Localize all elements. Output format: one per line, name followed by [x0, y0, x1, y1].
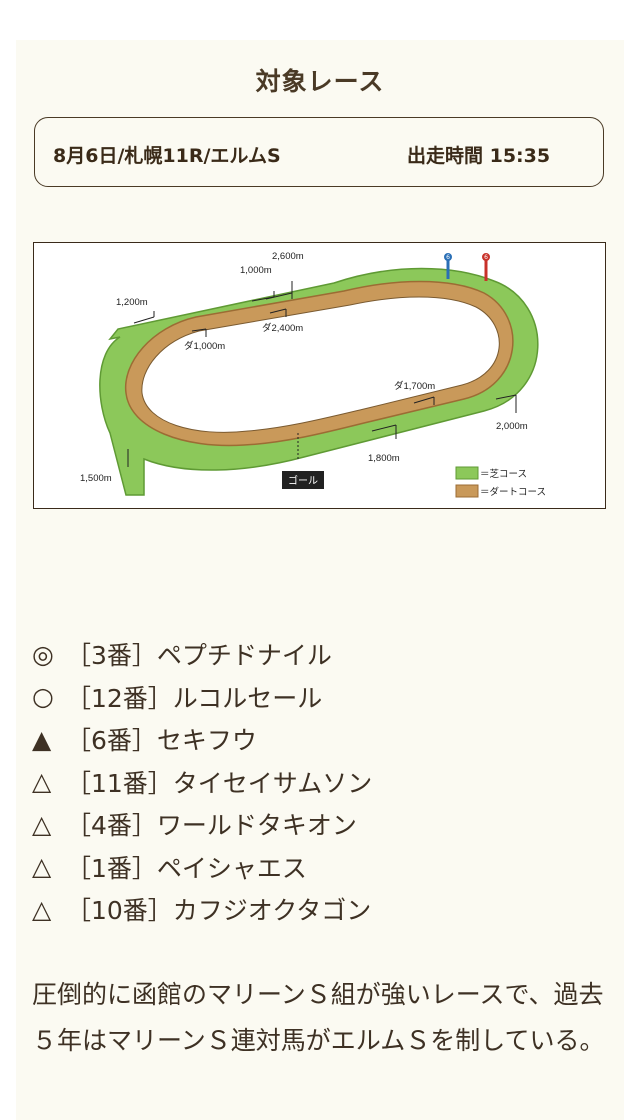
pick-text: ［12番］ルコルセール	[66, 683, 323, 713]
pick-mark: △	[32, 894, 52, 924]
pick-item: ◎ ［3番］ペプチドナイル	[32, 633, 372, 676]
label-1200: 1,200m	[116, 297, 148, 308]
goal-label: ゴール	[288, 474, 318, 487]
pick-mark: △	[32, 852, 52, 882]
pole-red-label: 6	[484, 254, 488, 261]
label-dirt-2400: ダ2,400m	[262, 322, 303, 334]
label-1800: 1,800m	[368, 453, 400, 464]
label-1000: 1,000m	[240, 265, 272, 276]
label-dirt-1700: ダ1,700m	[394, 380, 435, 392]
legend-dirt-swatch	[455, 484, 479, 498]
pick-item: △ ［11番］タイセイサムソン	[32, 761, 372, 804]
pick-mark: △	[32, 809, 52, 839]
pick-mark: ◎	[32, 639, 54, 669]
goal-badge	[282, 471, 324, 489]
pole-blue-head	[444, 253, 452, 261]
distance-labels: 2,600m 1,000m 1,200m ダ1,000m ダ2,400m ダ1,…	[80, 251, 528, 484]
section-title: 対象レース	[255, 67, 385, 96]
race-post-time: 出走時間 15:35	[407, 145, 551, 167]
legend-turf-swatch	[455, 466, 479, 480]
pick-mark: ○	[32, 682, 54, 712]
label-2600: 2,600m	[272, 251, 304, 262]
pick-text: ［1番］ペイシャエス	[66, 853, 307, 883]
pick-text: ［3番］ペプチドナイル	[66, 641, 332, 671]
target-race-card: 対象レース 8月6日/札幌11R/エルムS 出走時間 15:35	[16, 40, 624, 1120]
pick-mark: △	[32, 767, 52, 797]
distance-markers	[127, 281, 517, 467]
label-1500: 1,500m	[80, 473, 112, 484]
label-2000: 2,000m	[496, 421, 528, 432]
race-comment: 圧倒的に函館のマリーンＳ組が強いレースで、過去５年はマリーンＳ連対馬がエルムＳを…	[32, 980, 605, 1055]
pole-blue-label: 6	[446, 254, 450, 261]
pick-text: ［11番］タイセイサムソン	[66, 768, 373, 798]
pole-red-head	[482, 253, 490, 261]
course-map-svg: 6 6 ゴール 2,600m 1,000m 1,200m ダ1,000m ダ2,…	[80, 251, 546, 498]
pick-text: ［4番］ワールドタキオン	[66, 811, 357, 841]
picks-list: ◎ ［3番］ペプチドナイル ○ ［12番］ルコルセール ▲ ［6番］セキフウ △…	[32, 633, 372, 931]
label-dirt-1000: ダ1,000m	[184, 340, 225, 352]
legend-turf-label: ＝芝コース	[480, 468, 527, 480]
infield	[141, 296, 500, 433]
pick-item: △ ［1番］ペイシャエス	[32, 846, 372, 889]
pick-item: △ ［10番］カフジオクタゴン	[32, 888, 372, 931]
race-name: 8月6日/札幌11R/エルムS	[53, 145, 281, 167]
course-map: 6 6 ゴール 2,600m 1,000m 1,200m ダ1,000m ダ2,…	[33, 242, 606, 509]
pick-item: △ ［4番］ワールドタキオン	[32, 803, 372, 846]
legend-dirt-label: ＝ダートコース	[480, 486, 546, 498]
pick-item: ○ ［12番］ルコルセール	[32, 676, 372, 719]
pick-item: ▲ ［6番］セキフウ	[32, 718, 372, 761]
pick-mark: ▲	[32, 724, 52, 754]
pick-text: ［10番］カフジオクタゴン	[66, 896, 372, 926]
race-info-box[interactable]: 8月6日/札幌11R/エルムS 出走時間 15:35	[34, 117, 604, 187]
pick-text: ［6番］セキフウ	[66, 726, 257, 756]
